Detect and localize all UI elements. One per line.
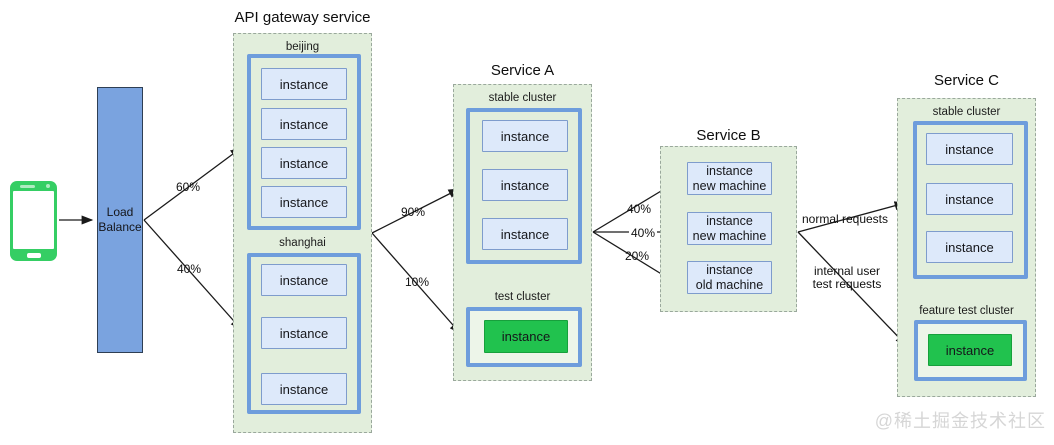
edge-label-10-percent: 10% — [404, 275, 430, 289]
api-gateway-zone: beijing instance instance instance insta… — [233, 33, 372, 433]
phone-speaker — [20, 185, 35, 188]
edge-label-60-percent: 60% — [175, 180, 201, 194]
edge-label-40-percent: 40% — [176, 262, 202, 276]
instance-box: instance — [261, 264, 347, 296]
cluster-label-feature-test-c: feature test cluster — [919, 305, 1014, 317]
green-instance-box: instance — [928, 334, 1012, 366]
instance-box: instance — [261, 68, 347, 100]
instance-box: instance — [926, 133, 1013, 165]
edge-label-40-percent-new2: 40% — [628, 226, 658, 240]
instance-box-new-machine: instance new machine — [687, 162, 772, 195]
cluster-frame-stable-a: instance instance instance — [466, 108, 582, 264]
instance-box-new-machine: instance new machine — [687, 212, 772, 245]
cluster-frame-stable-c: instance instance instance — [913, 121, 1028, 279]
cluster-frame-feature-test-c: instance — [914, 320, 1027, 381]
edge-label-20-percent: 20% — [624, 249, 650, 263]
instance-box: instance — [482, 218, 568, 250]
instance-line1: instance — [706, 163, 753, 178]
cluster-frame-shanghai: instance instance instance — [247, 253, 361, 414]
instance-box: instance — [482, 120, 568, 152]
instance-box: instance — [926, 231, 1013, 263]
cluster-frame-beijing: instance instance instance instance — [247, 54, 361, 230]
cluster-frame-test-a: instance — [466, 307, 582, 367]
phone-camera — [46, 184, 50, 188]
phone-screen — [13, 191, 54, 249]
edge-label-90-percent: 90% — [400, 205, 426, 219]
instance-box: instance — [261, 108, 347, 140]
instance-box: instance — [261, 373, 347, 405]
cluster-label-shanghai: shanghai — [279, 237, 326, 249]
service-a-title: Service A — [490, 62, 555, 79]
instance-line2: new machine — [692, 178, 767, 193]
edge-label-internal-line1: internal user — [813, 264, 881, 278]
instance-line2: new machine — [692, 228, 767, 243]
instance-line1: instance — [706, 262, 753, 277]
service-a-zone: stable cluster instance instance instanc… — [453, 84, 592, 381]
edge-label-normal-requests: normal requests — [801, 212, 889, 226]
cluster-label-beijing: beijing — [285, 41, 320, 53]
smartphone-icon — [10, 181, 57, 261]
green-instance-box: instance — [484, 320, 568, 353]
api-gateway-title: API gateway service — [234, 9, 371, 26]
service-b-zone: instance new machine instance new machin… — [660, 146, 797, 312]
cluster-label-test-a: test cluster — [494, 291, 551, 303]
instance-box: instance — [261, 147, 347, 179]
edge-label-internal-line2: test requests — [812, 277, 882, 291]
instance-box-old-machine: instance old machine — [687, 261, 772, 294]
service-c-title: Service C — [933, 72, 1000, 89]
service-c-zone: stable cluster instance instance instanc… — [897, 98, 1036, 397]
watermark: @稀土掘金技术社区 — [874, 411, 1046, 431]
phone-home-button — [26, 253, 41, 258]
edge-label-internal-user-test-requests: internal user test requests — [813, 265, 882, 291]
cluster-label-stable-a: stable cluster — [488, 92, 557, 104]
service-b-title: Service B — [696, 127, 761, 144]
instance-box: instance — [482, 169, 568, 201]
load-balancer-label: Load Balance — [98, 205, 142, 234]
instance-box: instance — [261, 186, 347, 218]
instance-box: instance — [926, 183, 1013, 215]
instance-box: instance — [261, 317, 347, 349]
instance-line1: instance — [706, 213, 753, 228]
instance-line2: old machine — [695, 277, 764, 292]
load-balancer-box: Load Balance — [97, 87, 143, 353]
cluster-label-stable-c: stable cluster — [932, 106, 1001, 118]
edge-label-40-percent-new1: 40% — [626, 202, 652, 216]
